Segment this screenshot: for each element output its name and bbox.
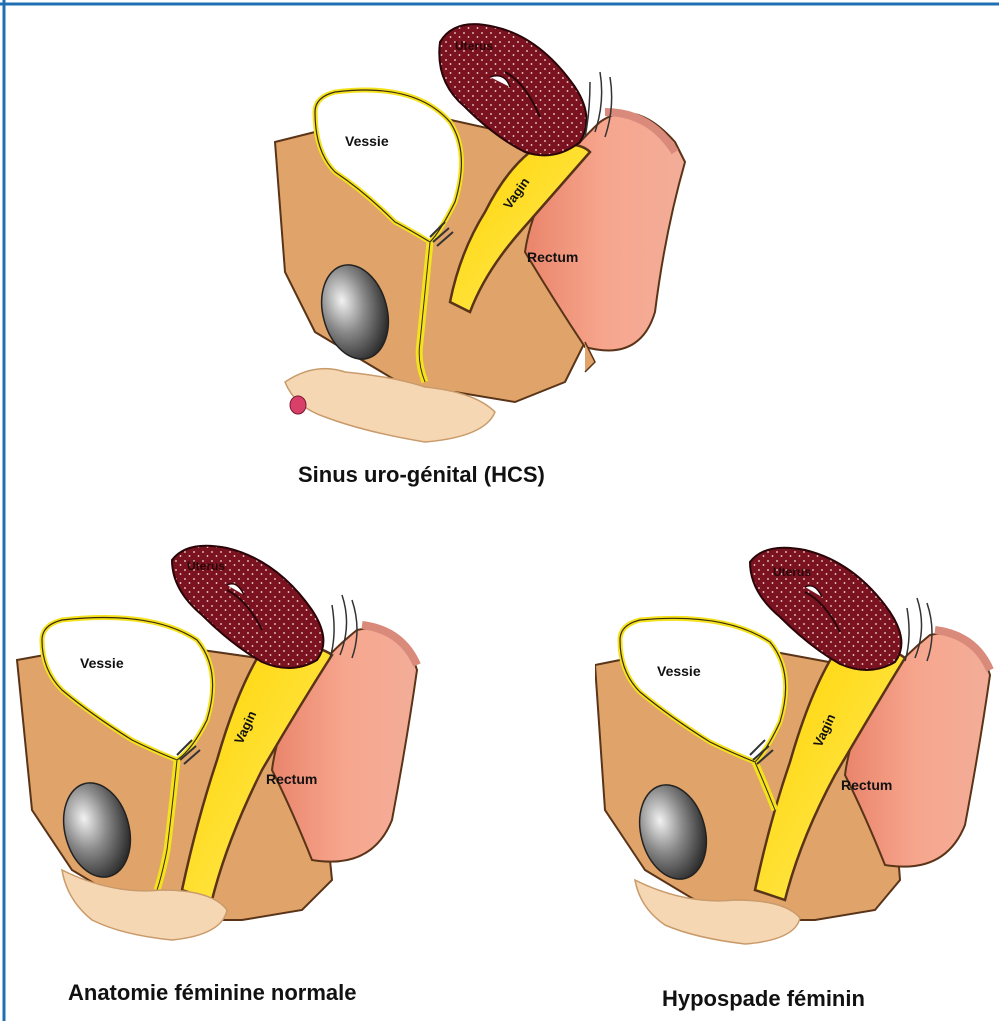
bladder-label: Vessie <box>80 655 124 671</box>
rectum-label: Rectum <box>841 777 892 793</box>
diagram-sinus-uro-genital: Uterus Vessie Vagin Rectum <box>255 12 695 452</box>
caption-sinus-uro-genital: Sinus uro-génital (HCS) <box>298 462 545 488</box>
rectum-label: Rectum <box>266 771 317 787</box>
bladder-label: Vessie <box>345 133 389 149</box>
diagram-normal: Uterus Vessie Vagin Rectum <box>12 540 452 950</box>
caption-hypospade: Hypospade féminin <box>662 986 865 1012</box>
uterus-label: Uterus <box>187 559 225 573</box>
uterus-label: Uterus <box>455 39 493 53</box>
caption-normal: Anatomie féminine normale <box>68 980 357 1006</box>
bladder-label: Vessie <box>657 663 701 679</box>
diagram-hypospade: Uterus Vessie Vagin Rectum <box>595 540 995 950</box>
rectum-label: Rectum <box>527 249 578 265</box>
uterus-label: Uterus <box>773 565 811 579</box>
